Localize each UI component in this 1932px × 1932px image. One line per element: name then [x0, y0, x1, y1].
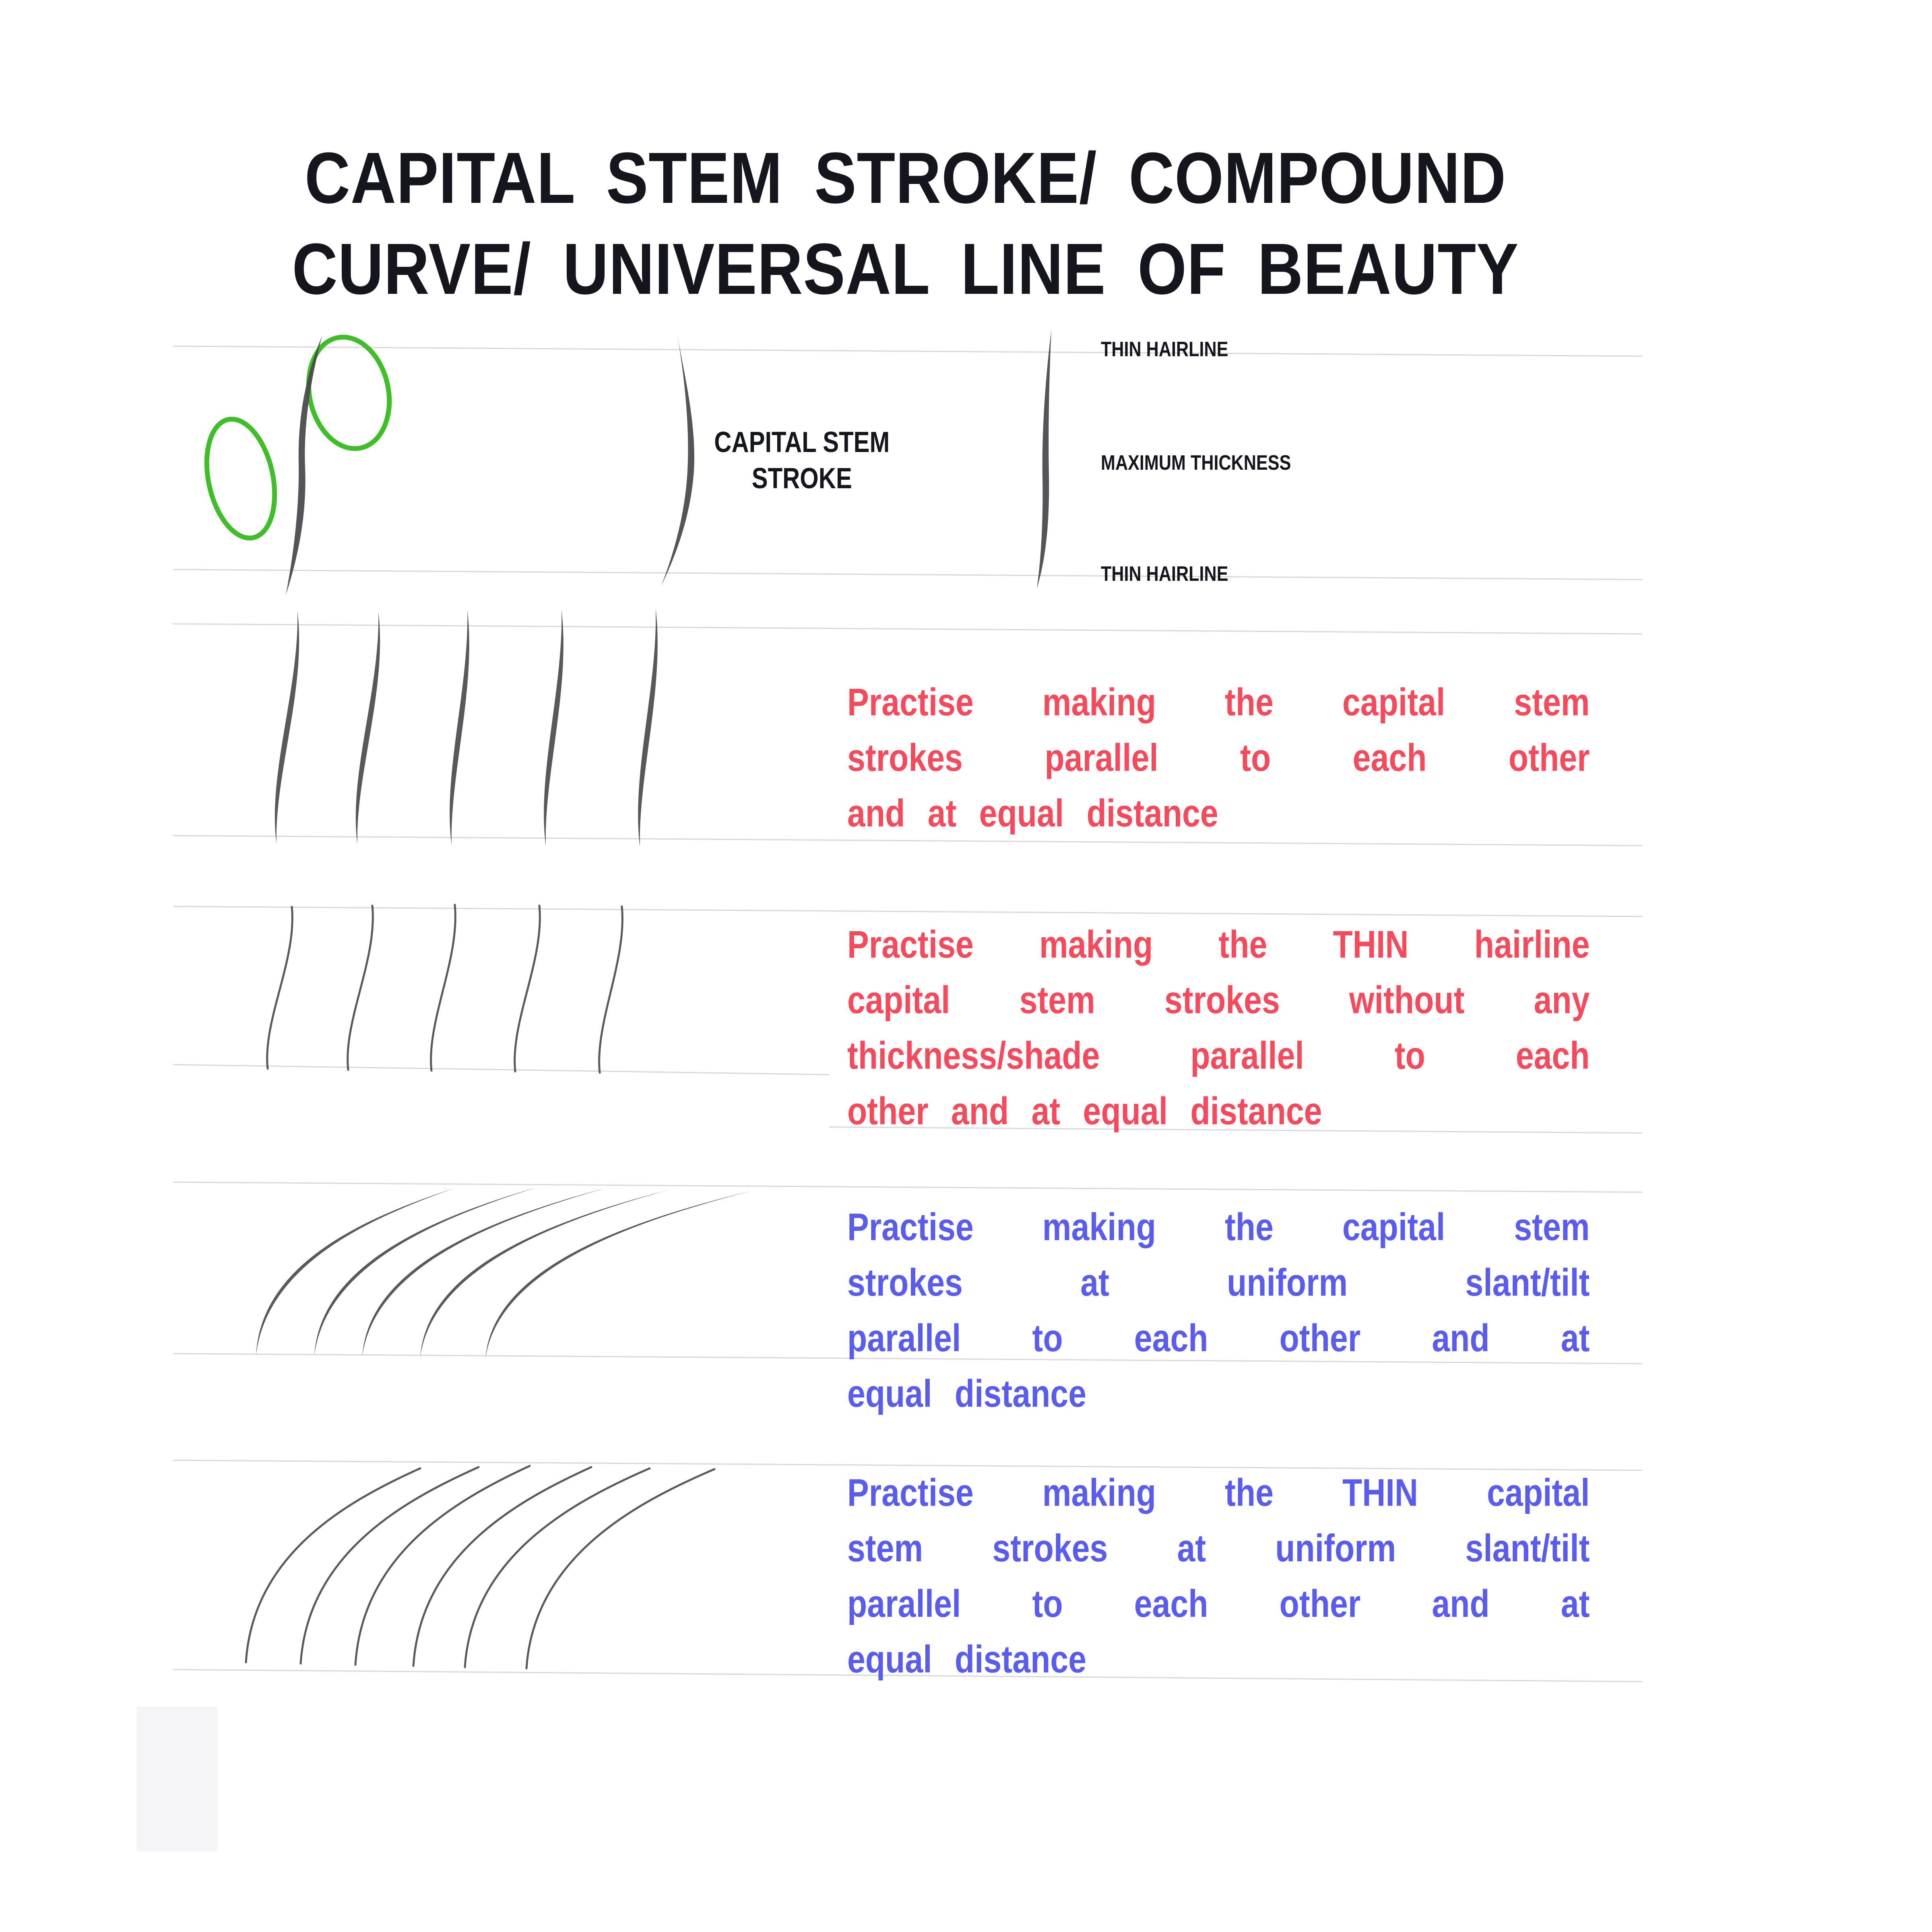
stem-label-line2: STROKE [751, 462, 852, 495]
stem-label-line1: CAPITAL STEM [714, 426, 890, 458]
label-maximum-thickness: MAXIMUM THICKNESS [1101, 451, 1291, 475]
page-title: CAPITAL STEM STROKE/ COMPOUND CURVE/ UNI… [258, 133, 1553, 315]
page-title-line1: CAPITAL STEM STROKE/ COMPOUND [304, 138, 1507, 219]
label-thin-hairline-top: THIN HAIRLINE [1101, 338, 1228, 361]
instruction-text-line: other and at equal distance [847, 1090, 1322, 1133]
instruction-text-line: and at equal distance [847, 792, 1218, 835]
scan-artifact-smudge [137, 1707, 217, 1852]
page-title-line2: CURVE/ UNIVERSAL LINE OF BEAUTY [292, 229, 1519, 310]
capital-stem-stroke-label: CAPITAL STEM STROKE [698, 424, 906, 497]
label-thin-hairline-bottom: THIN HAIRLINE [1101, 562, 1228, 586]
instruction-text-line: equal distance [847, 1638, 1087, 1681]
instruction-text-line: equal distance [847, 1372, 1087, 1415]
